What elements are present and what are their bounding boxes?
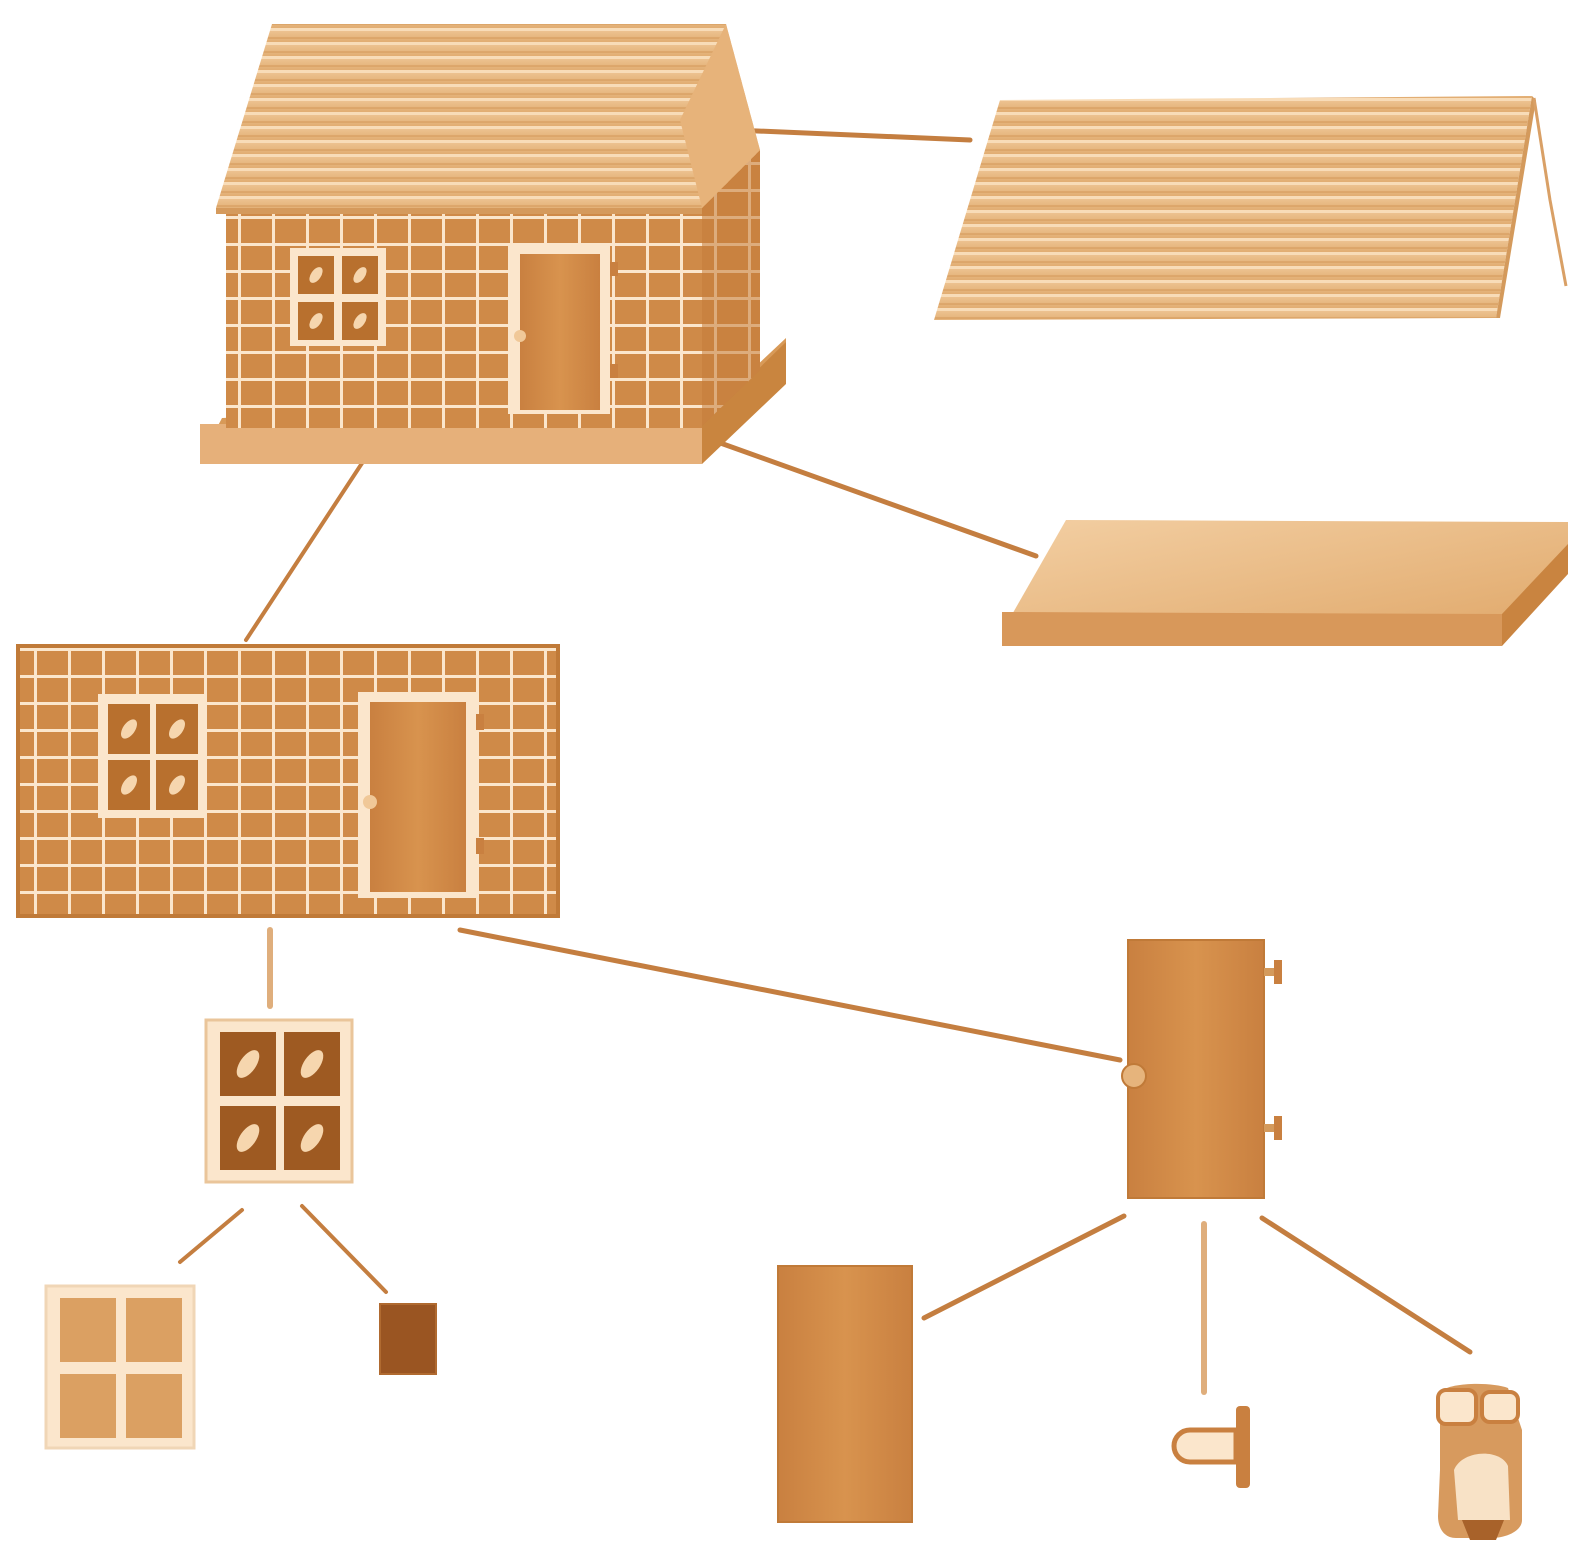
brick-wall-icon [18,646,558,916]
connector-door-knob [1262,1218,1470,1352]
door-hinge-top [1264,960,1282,984]
connector-door-panel [924,1216,1124,1318]
window-frame-icon [46,1286,194,1448]
wall-door-icon [358,692,484,898]
window-icon [206,1020,352,1182]
door-hinge-bottom [1264,1116,1282,1140]
door-panel-icon [778,1266,912,1522]
connector-wall-door [460,930,1120,1060]
roof-icon [934,96,1566,320]
doorknob-icon [1438,1384,1522,1540]
house-door-icon [508,244,618,414]
floor-slab-icon [1002,520,1568,646]
glass-pane-icon [380,1304,436,1374]
connector-window-pane [302,1206,386,1292]
connector-house-floor [712,440,1036,556]
house-icon [200,24,786,464]
door-icon [1122,940,1282,1198]
connector-window-frame [180,1210,242,1262]
hinge-icon [1174,1406,1250,1488]
wall-window-icon [98,694,206,818]
house-window-icon [290,248,386,346]
